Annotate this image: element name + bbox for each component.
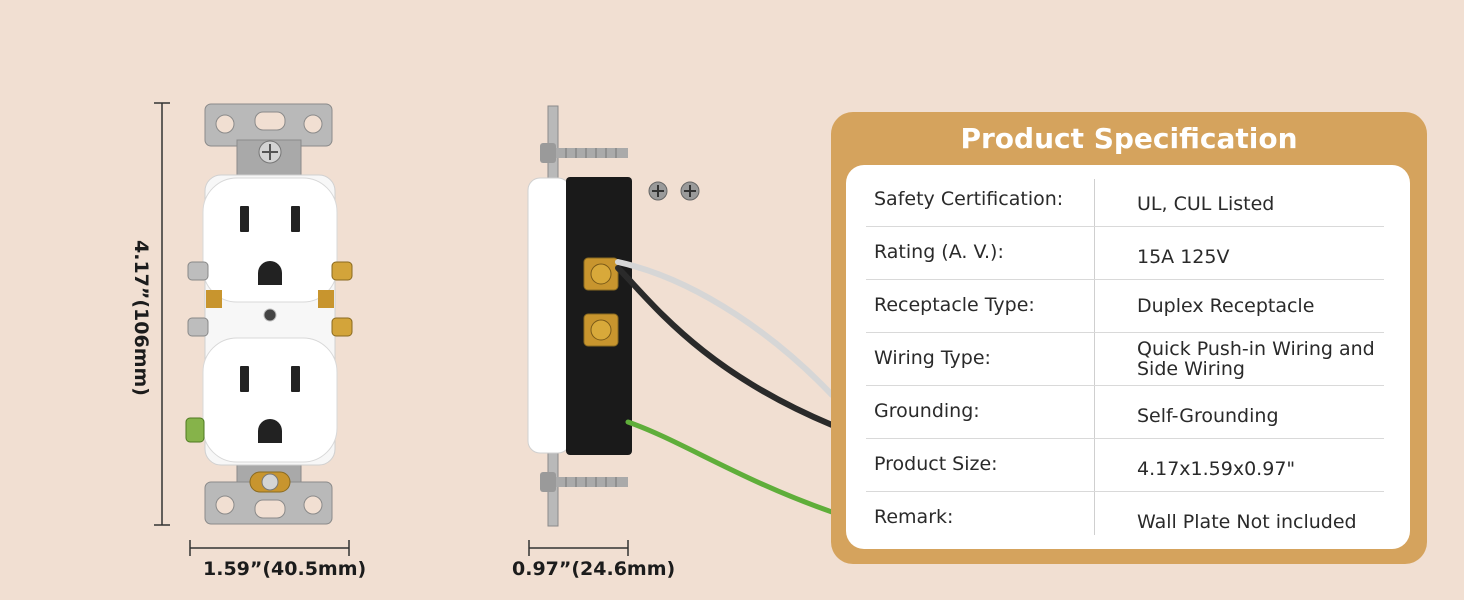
- width-dimension-label: 1.59”(40.5mm): [203, 558, 367, 580]
- spec-row-rating: Rating (A. V.): 15A 125V: [866, 226, 1384, 280]
- spec-value: 4.17x1.59x0.97": [1137, 457, 1296, 480]
- outlet-side-illustration: [527, 105, 835, 556]
- spec-row-grounding: Grounding: Self-Grounding: [866, 385, 1384, 439]
- spec-value: Duplex Receptacle: [1137, 294, 1315, 317]
- spec-row-remark: Remark: Wall Plate Not included: [866, 491, 1384, 544]
- spec-label: Wiring Type:: [874, 347, 991, 369]
- depth-dimension-line: [528, 540, 629, 556]
- spec-value: Self-Grounding: [1137, 404, 1279, 427]
- spec-row-safety: Safety Certification: UL, CUL Listed: [866, 173, 1384, 227]
- spec-label: Rating (A. V.):: [874, 241, 1004, 263]
- side-terminal-screws: [185, 261, 353, 443]
- screw-icon: [648, 181, 700, 201]
- outlet-lower-face: [202, 337, 338, 463]
- spec-value: UL, CUL Listed: [1137, 192, 1275, 215]
- spec-title: Product Specification: [960, 122, 1298, 155]
- spec-row-product-size: Product Size: 4.17x1.59x0.97": [866, 438, 1384, 492]
- outlet-front-illustration: [154, 102, 353, 556]
- mounting-strap-top: [204, 103, 333, 181]
- height-dimension-line: [154, 102, 170, 526]
- spec-column-divider: [1094, 179, 1095, 535]
- width-dimension-line: [189, 540, 350, 556]
- spec-label: Receptacle Type:: [874, 294, 1035, 316]
- spec-label: Product Size:: [874, 453, 998, 475]
- wires: [615, 259, 835, 515]
- depth-dimension-label: 0.97”(24.6mm): [512, 558, 676, 580]
- side-screw-top: [540, 143, 628, 163]
- spec-label: Safety Certification:: [874, 188, 1064, 210]
- spec-row-wiring-type: Wiring Type: Quick Push-in Wiring and Si…: [866, 332, 1384, 386]
- outlet-upper-face: [202, 177, 338, 303]
- spec-value: 15A 125V: [1137, 245, 1230, 268]
- spec-label: Remark:: [874, 506, 954, 528]
- spec-value: Quick Push-in Wiring and Side Wiring: [1137, 337, 1375, 380]
- product-specification-panel: Product Specification Safety Certificati…: [831, 112, 1427, 564]
- height-dimension-label: 4.17”(106mm): [130, 240, 152, 396]
- spec-label: Grounding:: [874, 400, 980, 422]
- side-screw-bottom: [540, 472, 628, 492]
- spec-row-receptacle-type: Receptacle Type: Duplex Receptacle: [866, 279, 1384, 333]
- mounting-strap-bottom: [204, 449, 333, 525]
- spec-card: Safety Certification: UL, CUL Listed Rat…: [846, 165, 1410, 549]
- spec-value: Wall Plate Not included: [1137, 510, 1357, 533]
